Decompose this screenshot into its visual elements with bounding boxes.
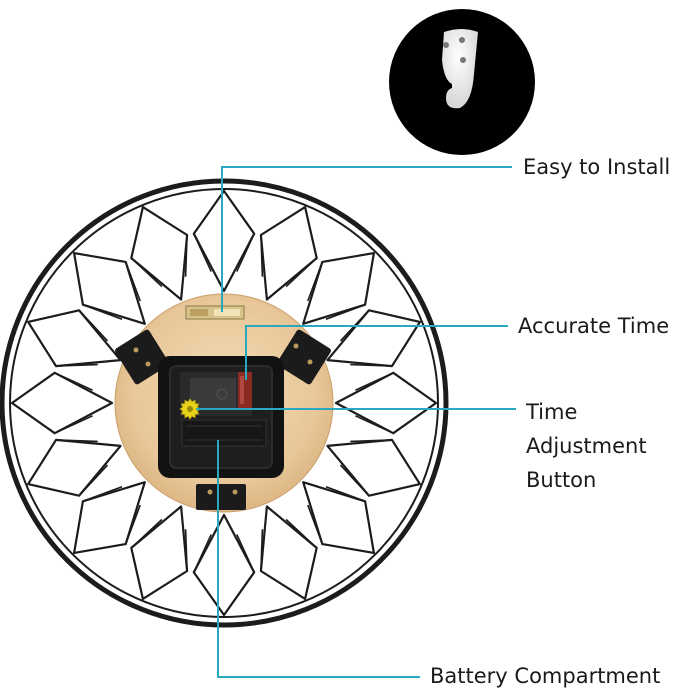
time-adjustment-label: Time Adjustment Button — [526, 400, 647, 492]
frame-strut — [325, 486, 366, 503]
frame-strut — [82, 486, 123, 503]
frame-petal — [326, 309, 421, 368]
frame-petal — [192, 189, 256, 293]
frame-strut — [307, 504, 324, 545]
frame-strut — [307, 261, 324, 302]
hook-inset — [389, 9, 535, 155]
frame-petal — [72, 481, 146, 555]
frame-strut — [54, 415, 93, 434]
frame-petal — [130, 206, 189, 301]
callout-accurate — [245, 325, 508, 380]
frame-strut — [260, 529, 264, 572]
frame-strut — [130, 518, 163, 549]
battery-compartment-label: Battery Compartment — [430, 664, 661, 688]
clock-frame — [0, 178, 449, 628]
frame-strut — [325, 303, 366, 320]
clock-movement — [158, 356, 284, 478]
time-adjustment-gear-icon — [179, 398, 201, 420]
hook-pin-icon — [459, 37, 465, 43]
frame-strut — [54, 372, 93, 391]
frame-strut — [124, 504, 141, 545]
frame-strut — [55, 439, 98, 443]
callout-install — [221, 166, 512, 312]
frame-strut — [285, 257, 318, 288]
hook-pin-icon — [460, 57, 466, 63]
frame-strut — [78, 309, 109, 342]
frame-petal — [10, 371, 114, 435]
frame-clip-right — [277, 329, 331, 385]
frame-strut — [55, 363, 98, 367]
frame-petal — [302, 252, 375, 325]
frame-strut — [130, 257, 163, 288]
frame-petal — [334, 371, 438, 435]
frame-petal — [259, 206, 318, 301]
frame-strut — [236, 534, 255, 573]
frame-strut — [193, 534, 212, 573]
callout-battery — [217, 440, 420, 678]
frame-clip-bottom — [196, 484, 246, 510]
frame-strut — [355, 415, 394, 434]
frame-strut — [350, 439, 393, 443]
frame-strut — [184, 234, 188, 277]
frame-petal — [72, 252, 146, 325]
frame-strut — [184, 529, 188, 572]
frame-petal — [192, 513, 256, 617]
hanger-bracket — [185, 305, 245, 320]
easy-to-install-label: Easy to Install — [523, 155, 671, 179]
frame-strut — [350, 363, 393, 367]
frame-strut — [82, 303, 123, 320]
frame-petal — [27, 438, 122, 497]
frame-strut — [339, 464, 370, 497]
frame-strut — [260, 234, 264, 277]
frame-clip-left — [115, 329, 169, 385]
frame-petal — [27, 309, 122, 368]
frame-strut — [193, 233, 212, 272]
frame-strut — [124, 261, 141, 302]
frame-strut — [355, 372, 394, 391]
frame-strut — [78, 464, 109, 497]
frame-petal — [130, 505, 189, 601]
accurate-time-label: Accurate Time — [518, 314, 670, 338]
frame-strut — [236, 233, 255, 272]
frame-petal — [259, 505, 318, 601]
wall-hook-icon — [442, 29, 478, 109]
callout-lines — [196, 166, 516, 678]
frame-petal — [302, 481, 375, 555]
hook-pin-icon — [443, 42, 449, 48]
outer-ring-inner — [9, 188, 439, 618]
frame-strut — [285, 518, 318, 549]
frame-petal — [326, 438, 421, 497]
outer-ring — [0, 178, 449, 628]
battery-slot — [181, 419, 267, 447]
